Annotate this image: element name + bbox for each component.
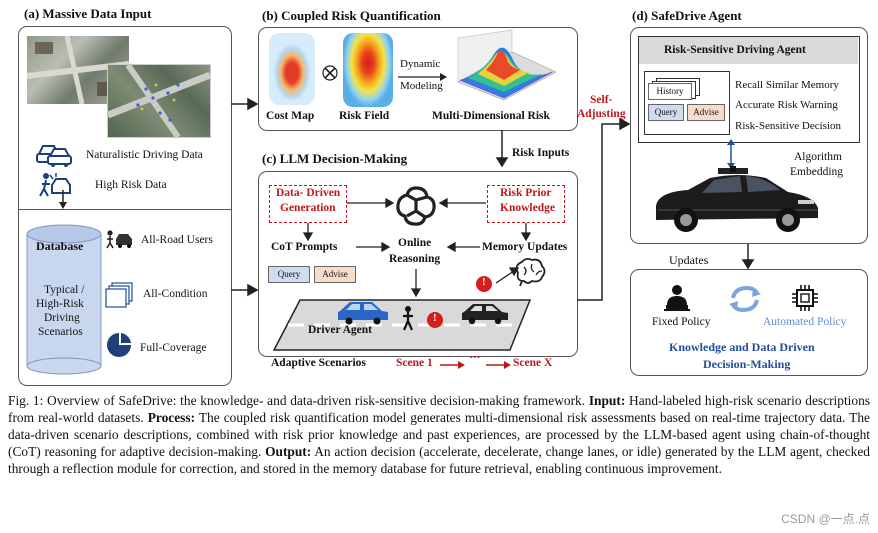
scene-1-label: Scene 1: [396, 357, 433, 369]
db-typical: Typical /: [44, 284, 85, 296]
data-driven-box: [269, 185, 347, 223]
db-scenarios: Scenarios: [38, 326, 83, 338]
fixed-policy-label: Fixed Policy: [652, 316, 711, 328]
cost-map-label: Cost Map: [266, 110, 315, 122]
reasoning-label: Reasoning: [389, 253, 441, 265]
memory-updates-label: Memory Updates: [482, 241, 568, 253]
autonomous-car-image: [656, 166, 818, 232]
scene-dots-label: ···: [469, 352, 481, 364]
llm-logo-icon: [396, 186, 436, 226]
recall-memory-label: Recall Similar Memory: [735, 79, 839, 91]
down-arrow-icon: [59, 190, 67, 209]
high-risk-data-label: High Risk Data: [95, 179, 167, 191]
brain-icon: [515, 257, 546, 287]
full-coverage-label: Full-Coverage: [140, 342, 207, 354]
caption-process-label: Process:: [147, 410, 196, 425]
cars-icon: [36, 145, 72, 167]
multi-dim-risk-surface: [457, 29, 557, 101]
panel-b-title: (b) Coupled Risk Quantification: [262, 8, 441, 23]
modeling-label: Modeling: [400, 80, 443, 92]
db-high-risk: High-Risk: [36, 298, 84, 310]
knowledge-data-label: Knowledge and Data Driven: [669, 340, 815, 354]
cost-map-image: [269, 33, 315, 105]
caption-process-text: The coupled risk quantification model ge…: [8, 410, 870, 459]
panel-a-divider: [18, 209, 231, 210]
dynamic-arrow-icon: [398, 73, 447, 81]
history-card: History: [648, 83, 692, 100]
agent-query-chip: Query: [648, 104, 684, 121]
risk-field-label: Risk Field: [339, 110, 390, 122]
warning-text-1: !: [433, 312, 437, 324]
db-driving: Driving: [44, 312, 80, 324]
caption-input-label: Input:: [588, 393, 626, 408]
risk-decision-label: Risk-Sensitive Decision: [735, 120, 842, 132]
agent-title: Risk-Sensitive Driving Agent: [664, 44, 806, 56]
coverage-pie-icon: [107, 333, 131, 357]
data-driven-label-2: Generation: [280, 202, 336, 214]
ego-car-icon: [338, 302, 388, 325]
aerial-image-2: [106, 63, 212, 139]
figure-caption: Fig. 1: Overview of SafeDrive: the knowl…: [8, 392, 870, 477]
driver-agent-label: Driver Agent: [308, 324, 372, 336]
aerial-roads-2: [106, 63, 212, 139]
database-icon: [26, 224, 102, 375]
automated-policy-label: Automated Policy: [763, 316, 847, 328]
risk-prior-label-1: Risk Prior: [500, 187, 552, 199]
cot-prompts-label: CoT Prompts: [271, 241, 338, 253]
all-condition-label: All-Condition: [143, 288, 208, 300]
fixed-policy-person-icon: [664, 285, 690, 311]
query-chip: Query: [268, 266, 310, 283]
chip-icon: [792, 285, 818, 311]
agent-advise-chip: Advise: [687, 104, 725, 121]
self-adjusting-label-1: Self-: [590, 94, 613, 106]
dynamic-label: Dynamic: [400, 58, 441, 70]
watermark: CSDN @一点.点: [781, 512, 870, 526]
warning-badge-2: [476, 276, 492, 292]
scene-x-label: Scene X: [513, 357, 553, 369]
all-road-users-label: All-Road Users: [141, 234, 213, 246]
caption-output-label: Output:: [265, 444, 312, 459]
data-driven-label-1: Data- Driven: [276, 187, 341, 199]
panel-d-title: (d) SafeDrive Agent: [632, 8, 742, 23]
accurate-warning-label: Accurate Risk Warning: [735, 99, 838, 111]
crash-icon: [39, 173, 71, 197]
decision-making-label: Decision-Making: [703, 357, 791, 371]
adaptive-scenarios-label: Adaptive Scenarios: [271, 357, 366, 369]
risk-prior-box: [487, 185, 565, 223]
caption-fig: Fig. 1: Overview of SafeDrive: the knowl…: [8, 393, 586, 408]
online-label: Online: [398, 237, 432, 249]
panel-c-arrows: [302, 197, 532, 298]
risk-field-image: [343, 33, 393, 107]
caption-input-text: Hand-labeled high-risk scenario descript…: [8, 393, 870, 425]
panel-a-title: (a) Massive Data Input: [24, 6, 152, 21]
other-car-icon: [462, 304, 508, 325]
condition-stack-icon: [105, 282, 133, 308]
risk-prior-label-2: Knowledge: [500, 202, 555, 214]
embed-arrow-icon: [727, 139, 735, 169]
scene-arrow-2: [486, 361, 511, 369]
updates-label: Updates: [669, 253, 709, 267]
algorithm-label: Algorithm: [794, 151, 842, 163]
warning-badge-1: [427, 312, 443, 328]
risk-inputs-label: Risk Inputs: [512, 147, 570, 159]
scene-arrow-1: [440, 361, 465, 369]
naturalistic-driving-label: Naturalistic Driving Data: [86, 149, 203, 161]
warning-text-2: !: [482, 276, 486, 288]
multiply-icon: [322, 65, 338, 81]
embedding-label: Embedding: [790, 166, 844, 178]
caption-output-text: An action decision (accelerate, decelera…: [8, 444, 870, 476]
database-label: Database: [36, 239, 84, 253]
pedestrian-icon: [402, 306, 414, 331]
advise-chip: Advise: [314, 266, 356, 283]
agent-title-bar: [639, 37, 858, 64]
cycle-arrows-icon: [729, 285, 761, 313]
road-users-icon: [106, 230, 132, 249]
multi-dim-risk-label: Multi-Dimensional Risk: [432, 110, 550, 122]
self-adjusting-label-2: Adjusting: [577, 108, 626, 120]
panel-c-title: (c) LLM Decision-Making: [262, 151, 408, 166]
